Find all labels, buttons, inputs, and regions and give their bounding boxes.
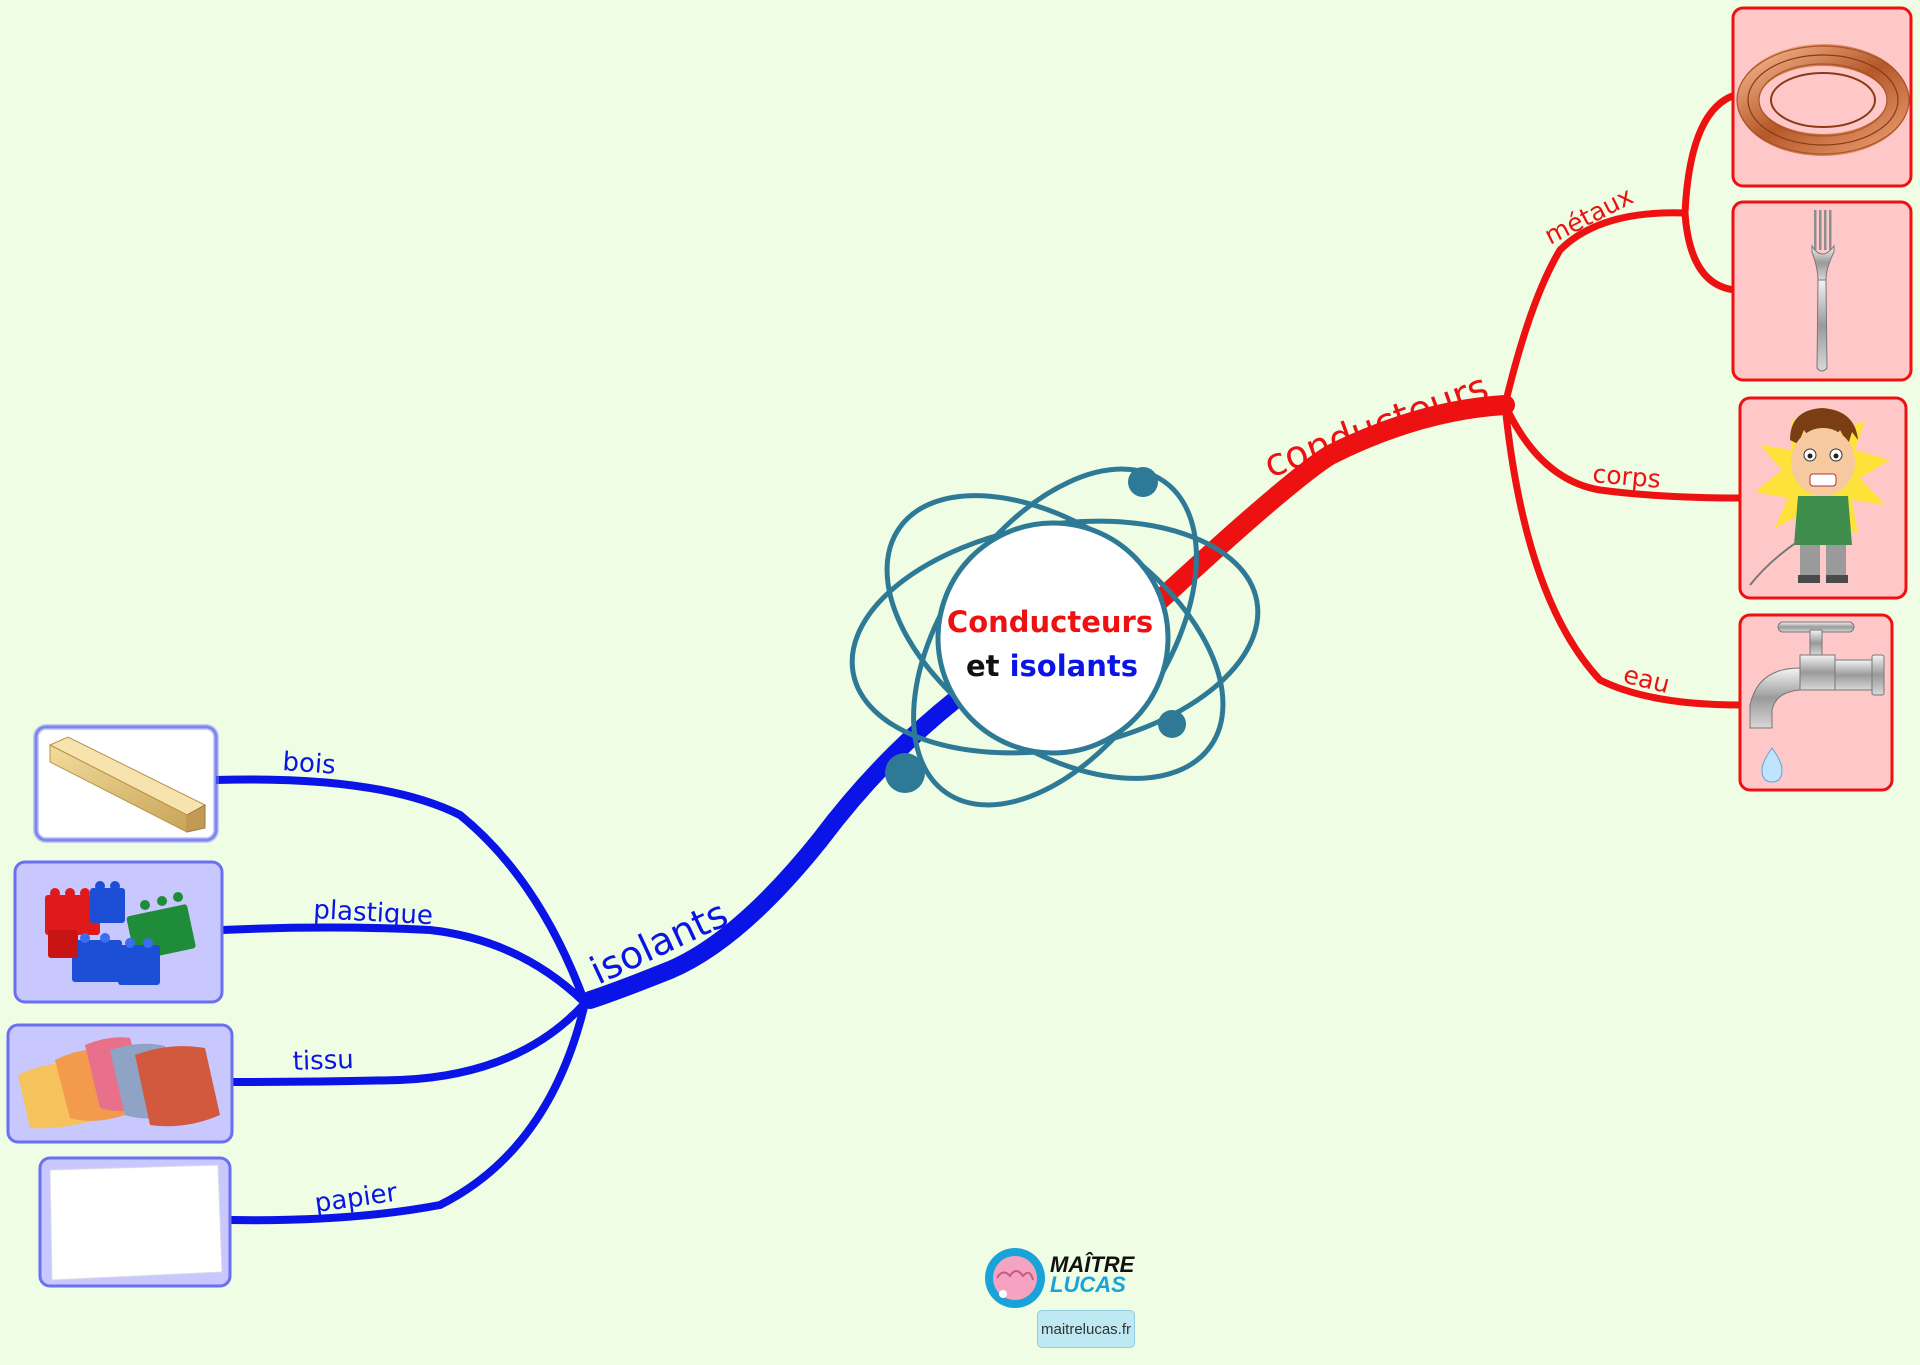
fabric-swatches-icon: [18, 1037, 220, 1129]
image-card-shocked-boy[interactable]: [1738, 396, 1908, 600]
plastique-line: [218, 923, 589, 1007]
branch-label-conducteurs[interactable]: conducteurs: [1258, 365, 1494, 487]
branch-label-bois[interactable]: bois: [282, 747, 337, 781]
conducteurs-branch: [1150, 91, 1744, 709]
center-title-word-isolants: isolants: [1010, 649, 1138, 683]
metaux-to-fork: [1681, 209, 1739, 294]
water-tap-icon: [1749, 621, 1885, 783]
branch-label-tissu[interactable]: tissu: [292, 1045, 354, 1077]
center-title-line1: Conducteurs: [947, 605, 1153, 639]
corps-line: [1501, 401, 1744, 502]
metaux-to-wire: [1681, 91, 1739, 217]
wood-plank-icon: [48, 736, 207, 833]
image-card-water-tap[interactable]: [1738, 613, 1894, 792]
papier-line: [226, 999, 589, 1225]
brand-name-line1: MAÎTRE: [1050, 1252, 1135, 1277]
brand-logo: MAÎTRE LUCAS: [1050, 1252, 1135, 1297]
fork-icon: [1811, 210, 1835, 372]
electron-dot: [1158, 710, 1186, 738]
copper-wire-icon: [1736, 44, 1910, 156]
bois-line: [211, 775, 589, 1007]
image-card-fabric-swatches[interactable]: [6, 1023, 234, 1144]
branch-label-corps[interactable]: corps: [1591, 459, 1661, 494]
brand-url-link[interactable]: maitrelucas.fr: [1037, 1310, 1135, 1348]
image-card-copper-wire[interactable]: [1731, 6, 1913, 188]
conducteurs-main-line-tip: [1295, 400, 1510, 475]
image-card-wood-plank[interactable]: [33, 724, 219, 843]
shocked-boy-icon: [1749, 408, 1890, 586]
maitre-lucas-logo-icon: [985, 1248, 1045, 1308]
plastic-bricks-icon: [45, 881, 196, 985]
tissu-line: [228, 999, 589, 1086]
eau-line: [1501, 401, 1744, 709]
branch-label-plastique[interactable]: plastique: [313, 895, 434, 931]
center-title-word-et: et: [966, 649, 1000, 683]
image-card-fork[interactable]: [1731, 200, 1913, 382]
center-title-line2: et isolants: [966, 649, 1138, 683]
center-node[interactable]: [935, 520, 1171, 756]
image-card-plastic-bricks[interactable]: [13, 860, 224, 1004]
paper-sheet-icon: [49, 1164, 223, 1281]
electron-dot: [885, 753, 925, 793]
isolants-main-tip: [580, 950, 705, 1008]
metaux-line: [1501, 209, 1689, 409]
isolants-branch: [211, 691, 964, 1225]
electron-dot: [1128, 467, 1158, 497]
brand-name-line2: LUCAS: [1050, 1272, 1126, 1297]
image-card-paper-sheet[interactable]: [38, 1156, 232, 1288]
